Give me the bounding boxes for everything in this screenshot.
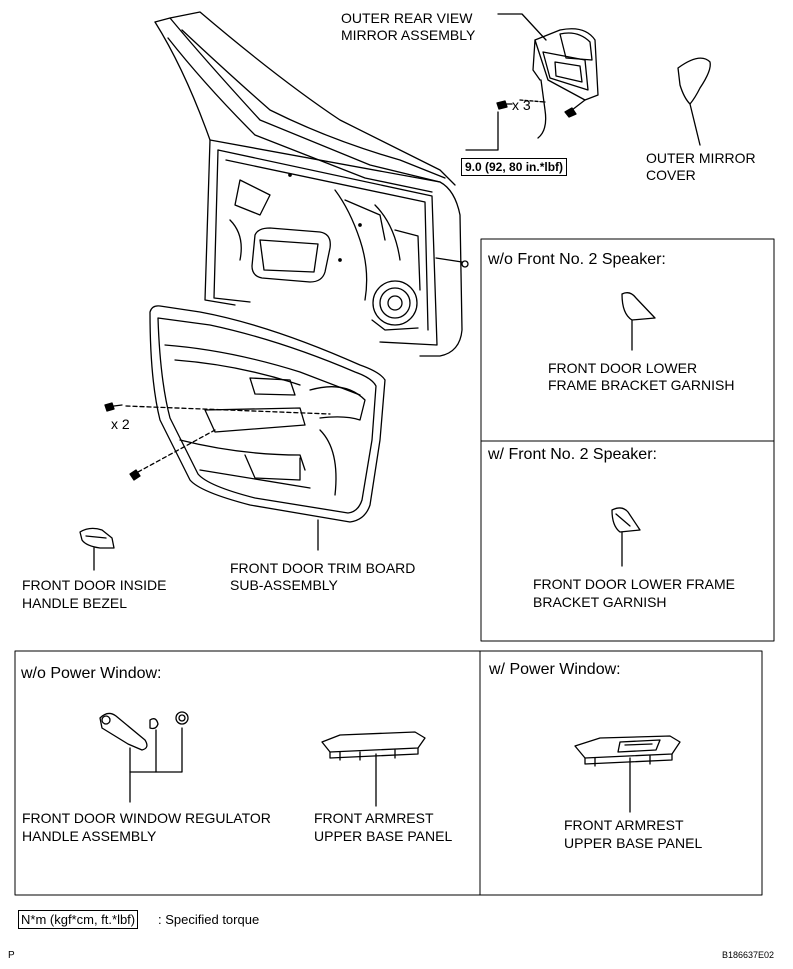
- with-speaker-part-label-2: BRACKET GARNISH: [533, 594, 667, 610]
- door-frame-drawing: [154, 11, 469, 357]
- regulator-label-1: FRONT DOOR WINDOW REGULATOR: [22, 810, 271, 826]
- trim-board-label-1: FRONT DOOR TRIM BOARD: [230, 560, 416, 576]
- without-speaker-part-label-1: FRONT DOOR LOWER: [548, 360, 698, 376]
- with-speaker-part-label-1: FRONT DOOR LOWER FRAME: [533, 576, 735, 592]
- torque-value-box: 9.0 (92, 80 in.*lbf): [461, 158, 568, 176]
- trim-board-label-2: SUB-ASSEMBLY: [230, 577, 338, 593]
- without-speaker-title: w/o Front No. 2 Speaker:: [488, 251, 666, 268]
- regulator-handle-drawing: [99, 711, 189, 803]
- torque-legend-key: N*m (kgf*cm, ft.*lbf): [18, 910, 139, 929]
- trim-screw-qty: x 2: [111, 416, 130, 432]
- without-speaker-part-label-2: FRAME BRACKET GARNISH: [548, 377, 735, 393]
- outer-mirror-cover-drawing: [677, 57, 711, 146]
- armrest-without-pw-drawing: [321, 731, 426, 807]
- outer-mirror-assembly-drawing: [465, 13, 599, 151]
- outer-mirror-assembly-label-1: OUTER REAR VIEW: [341, 10, 473, 26]
- panel-with-speaker-box: [480, 440, 775, 642]
- inside-handle-bezel-label-1: FRONT DOOR INSIDE: [22, 577, 167, 593]
- panel-without-speaker-box: [480, 238, 775, 442]
- figure-id: B186637E02: [722, 950, 775, 960]
- garnish-without-speaker-drawing: [621, 292, 656, 351]
- with-speaker-title: w/ Front No. 2 Speaker:: [488, 446, 657, 463]
- panel-with-power-window-box: [479, 650, 763, 896]
- torque-legend-text: : Specified torque: [158, 912, 260, 927]
- with-power-window-title: w/ Power Window:: [489, 661, 621, 678]
- inside-handle-bezel-drawing: [79, 527, 115, 571]
- mirror-screw-qty: x 3: [512, 97, 531, 113]
- armrest-without-pw-label-1: FRONT ARMREST: [314, 810, 434, 826]
- outer-mirror-cover-label-2: COVER: [646, 167, 696, 183]
- footer-left-mark: P: [8, 950, 15, 961]
- regulator-label-2: HANDLE ASSEMBLY: [22, 828, 157, 844]
- armrest-with-pw-label-1: FRONT ARMREST: [564, 817, 684, 833]
- outer-mirror-assembly-label-2: MIRROR ASSEMBLY: [341, 27, 476, 43]
- panel-without-power-window-box: [14, 650, 481, 896]
- armrest-without-pw-label-2: UPPER BASE PANEL: [314, 828, 453, 844]
- garnish-with-speaker-drawing: [611, 507, 641, 567]
- trim-screws-drawing: [104, 402, 331, 481]
- armrest-with-pw-label-2: UPPER BASE PANEL: [564, 835, 703, 851]
- inside-handle-bezel-label-2: HANDLE BEZEL: [22, 595, 128, 611]
- armrest-with-pw-drawing: [574, 735, 681, 813]
- outer-mirror-cover-label-1: OUTER MIRROR: [646, 150, 756, 166]
- without-power-window-title: w/o Power Window:: [21, 665, 162, 682]
- trim-board-drawing: [149, 305, 386, 551]
